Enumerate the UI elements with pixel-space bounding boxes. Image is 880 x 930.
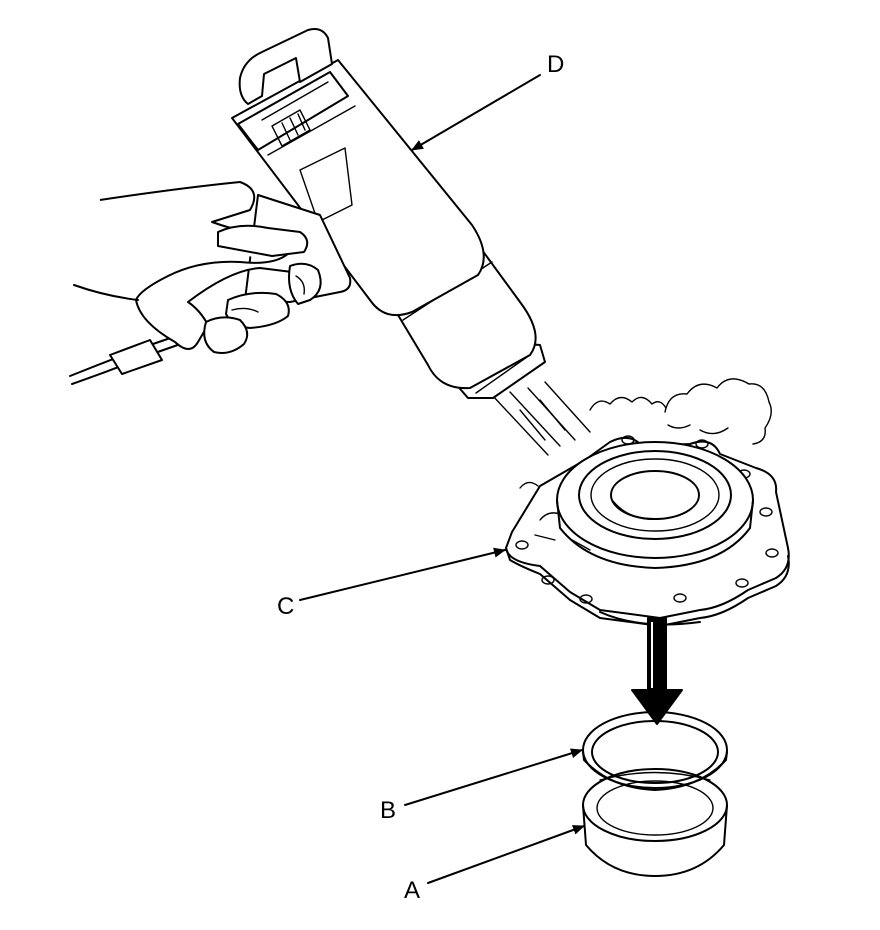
finger-middle <box>288 262 322 305</box>
heat-gun-collar <box>237 71 349 151</box>
label-b: B <box>380 797 396 824</box>
finger-index <box>217 224 309 257</box>
leader-line-a <box>427 825 585 884</box>
label-d: D <box>547 51 564 78</box>
hot-air-stream <box>491 381 591 456</box>
hand <box>73 181 322 354</box>
leader-line-c <box>299 547 506 601</box>
label-c: C <box>277 593 294 620</box>
bearing-housing <box>505 435 790 627</box>
press-direction-arrow <box>631 617 683 725</box>
finger-little <box>203 316 249 354</box>
steam-clouds <box>519 378 772 489</box>
heat-gun-rear-loop <box>238 28 333 105</box>
leader-line-d <box>411 74 541 151</box>
heat-gun <box>69 28 772 489</box>
leader-line-b <box>404 748 583 806</box>
label-a: A <box>404 877 420 904</box>
forearm <box>99 181 293 350</box>
spacer-ring <box>582 768 728 877</box>
